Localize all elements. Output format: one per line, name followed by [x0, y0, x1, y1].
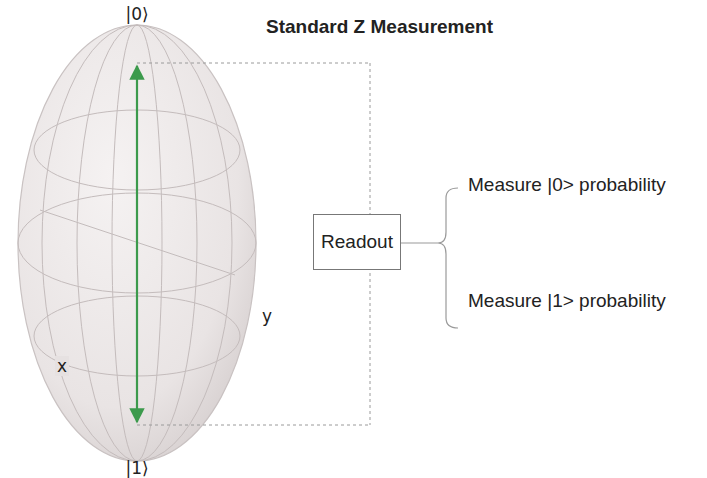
- diagram-title: Standard Z Measurement: [266, 16, 493, 38]
- state-label: |0⟩: [125, 4, 148, 24]
- box-text: Readout: [321, 231, 393, 253]
- axis-label: x: [55, 356, 69, 376]
- outcome-label: Measure |0> probability: [468, 174, 666, 196]
- readout-box: Readout: [313, 214, 401, 270]
- axis-label: y: [262, 306, 272, 326]
- state-label: |1⟩: [125, 458, 148, 478]
- outcome-label: Measure |1> probability: [468, 290, 666, 312]
